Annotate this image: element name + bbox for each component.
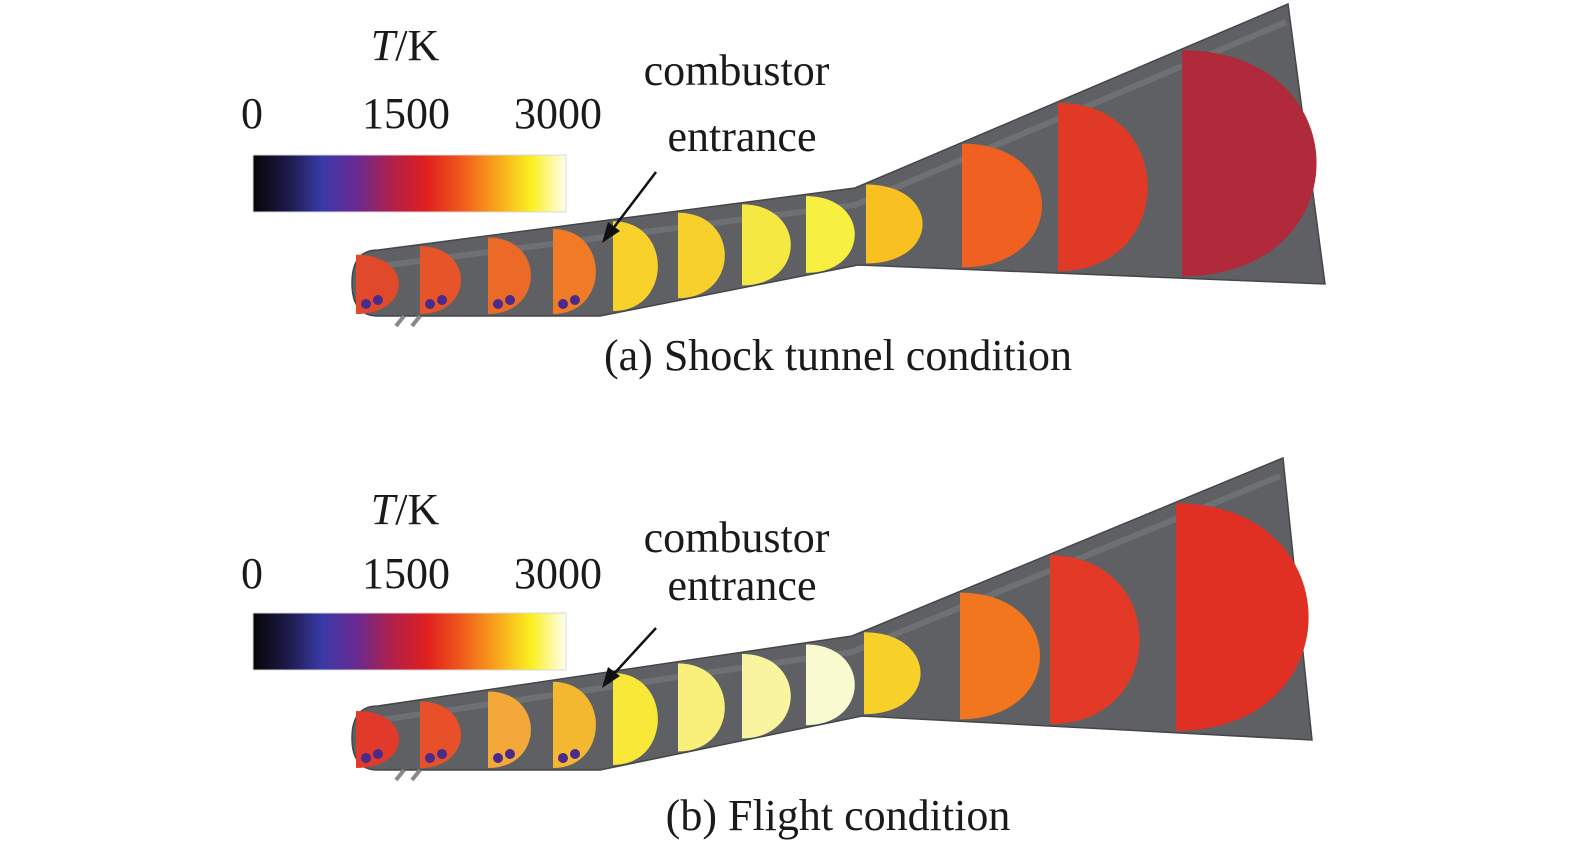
cool-spot-a-4-1 [558, 299, 568, 309]
annotation-combustor-entrance-a: combustor entrance [644, 46, 841, 161]
injector-strut-a-1 [394, 314, 406, 328]
temperature-slice-b-2 [420, 701, 461, 768]
temperature-slice-b-5 [613, 673, 658, 765]
colorbar-tick-0-a: 0 [241, 89, 263, 138]
colorbar-tick-3000-a: 3000 [514, 89, 602, 138]
colorbar-b: T/K 0 1500 3000 [241, 485, 602, 671]
colorbar-tick-0-b: 0 [241, 549, 263, 598]
cool-spot-a-4-2 [570, 295, 580, 305]
temperature-slice-a-12 [1182, 50, 1317, 277]
cool-spot-a-3-1 [493, 299, 503, 309]
temperature-slice-a-11 [1058, 102, 1148, 272]
annotation-arrow-b [602, 627, 657, 688]
annotation-arrow-a [602, 171, 657, 243]
cool-spot-a-3-2 [505, 295, 515, 305]
cool-spot-b-2-1 [425, 753, 435, 763]
temperature-slice-a-3 [488, 237, 531, 314]
cool-spot-b-4-2 [570, 749, 580, 759]
cool-spot-b-3-1 [493, 753, 503, 763]
temperature-slice-a-4 [553, 228, 596, 314]
temperature-slice-a-9 [866, 184, 923, 264]
injector-strut-b-2 [410, 768, 422, 782]
annotation-combustor-entrance-b: combustor entrance [644, 513, 841, 610]
temperature-slice-b-10 [960, 592, 1040, 720]
temperature-slice-a-8 [806, 196, 855, 273]
fuel-injectors-b [394, 768, 422, 782]
temperature-slice-b-8 [806, 644, 855, 726]
cross-section-slices-a [356, 50, 1317, 314]
cool-spot-b-3-2 [505, 749, 515, 759]
colorbar-tick-1500-b: 1500 [362, 549, 450, 598]
panel-a: T/K 0 1500 3000 combustor entrance (a) S… [241, 2, 1326, 380]
fuel-injectors-a [394, 314, 422, 328]
temperature-slice-a-10 [962, 143, 1042, 268]
colorbar-title-b: T/K [371, 485, 440, 534]
duct-highlight-b [379, 473, 1282, 723]
combustor-body-b [351, 456, 1313, 782]
colorbar-tick-1500-a: 1500 [362, 89, 450, 138]
colorbar-gradient-b [252, 612, 567, 671]
colorbar-tick-3000-b: 3000 [514, 549, 602, 598]
panel-caption-a: (a) Shock tunnel condition [604, 331, 1072, 380]
injector-strut-a-2 [410, 314, 422, 328]
temperature-slice-a-6 [678, 212, 725, 299]
cool-spot-a-2-1 [425, 299, 435, 309]
colorbar-gradient-a [252, 154, 567, 213]
cool-spot-b-1-1 [361, 753, 371, 763]
temperature-slice-b-9 [864, 632, 921, 715]
cool-spot-b-4-1 [558, 753, 568, 763]
temperature-slice-b-3 [488, 691, 531, 768]
temperature-slice-b-4 [553, 681, 596, 768]
cool-spot-a-1-2 [373, 295, 383, 305]
temperature-slice-b-6 [678, 663, 725, 752]
cool-spot-b-2-2 [437, 749, 447, 759]
injector-strut-b-1 [394, 768, 406, 782]
combustor-body-a [351, 2, 1326, 328]
cool-spot-a-2-2 [437, 295, 447, 305]
temperature-slice-a-7 [742, 204, 791, 286]
colorbar-title-a: T/K [371, 21, 440, 70]
duct-highlight-a [379, 19, 1288, 269]
temperature-slice-b-12 [1176, 503, 1309, 731]
cross-section-slices-b [356, 503, 1309, 768]
temperature-slice-a-5 [613, 221, 658, 312]
panel-caption-b: (b) Flight condition [666, 791, 1011, 840]
colorbar-a: T/K 0 1500 3000 [241, 21, 602, 213]
temperature-slice-a-2 [420, 246, 461, 314]
temperature-slice-b-11 [1050, 555, 1140, 725]
cool-spot-b-1-2 [373, 749, 383, 759]
temperature-slice-b-7 [742, 653, 791, 739]
cool-spot-a-1-1 [361, 299, 371, 309]
panel-b: T/K 0 1500 3000 combustor entrance (b) F… [241, 456, 1313, 840]
